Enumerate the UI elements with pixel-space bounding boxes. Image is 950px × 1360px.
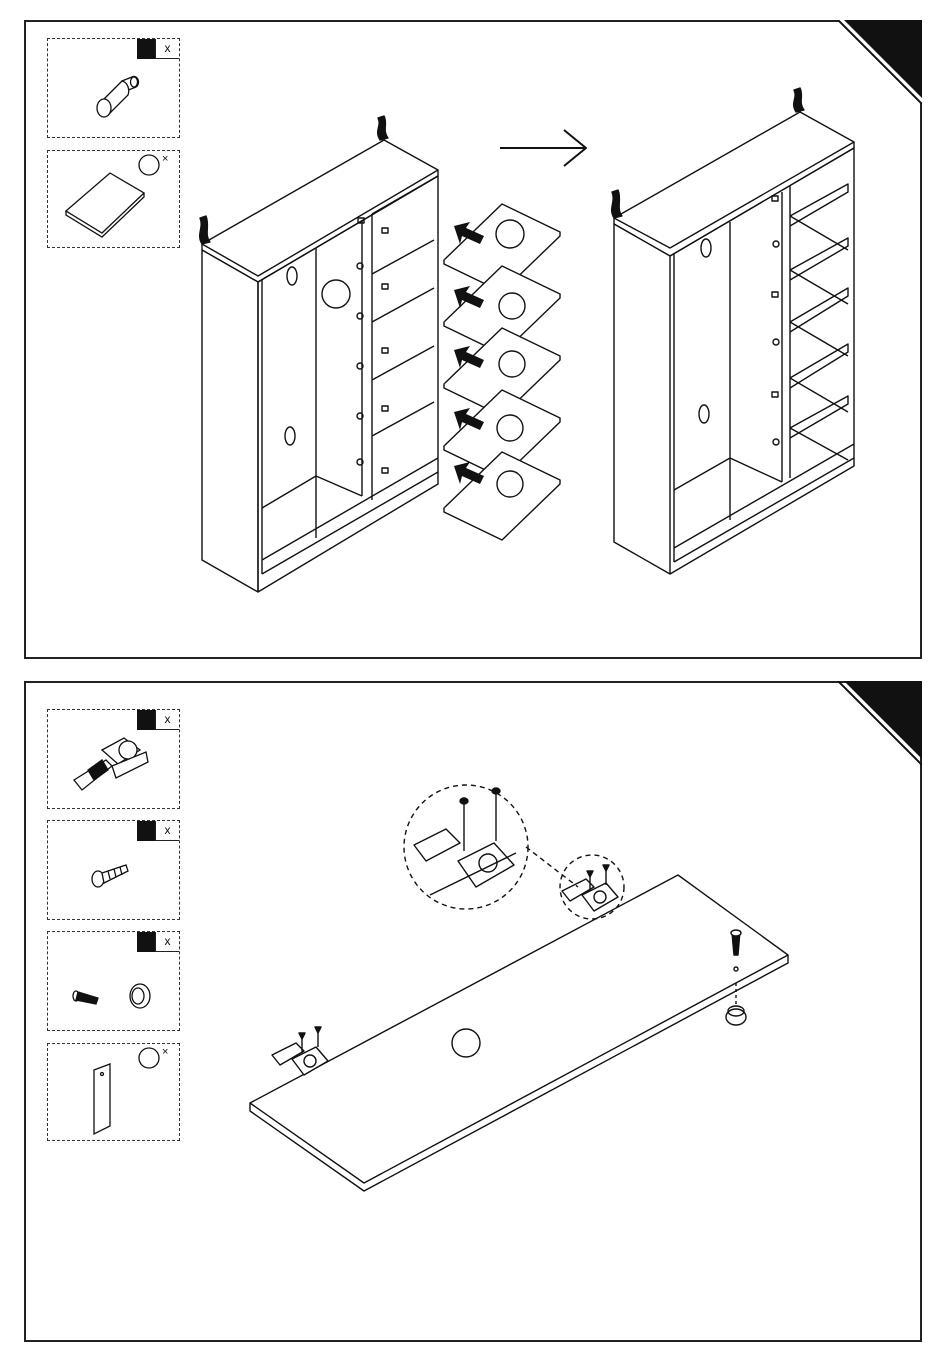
- step-panel-door: x x x: [24, 681, 922, 1342]
- cabinet-shelves-illustration: [26, 22, 924, 661]
- step-panel-shelves: x ×: [24, 20, 922, 659]
- hinge-icon: [562, 865, 618, 911]
- hinge-detail-icon: [414, 788, 516, 895]
- door-hinge-illustration: [26, 683, 924, 1344]
